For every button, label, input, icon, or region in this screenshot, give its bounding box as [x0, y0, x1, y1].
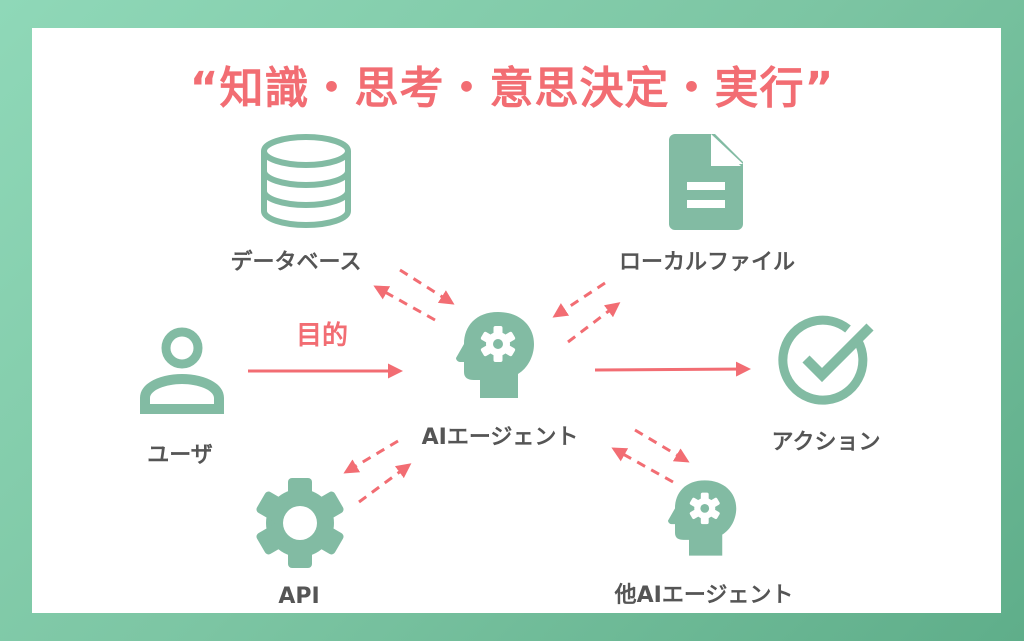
user-icon [140, 327, 224, 414]
arrow-agent-to-action [594, 361, 751, 377]
gear-icon [256, 478, 344, 568]
other-agent-head-gear-icon [668, 480, 737, 556]
other-agent-label: 他AIエージェント [614, 583, 794, 608]
user-label: ユーザ [147, 443, 213, 468]
diagram-title: “知識・思考・意思決定・実行” [189, 63, 835, 114]
action-label: アクション [771, 430, 881, 455]
head-gear-icon [456, 312, 534, 398]
api-label: API [278, 584, 320, 609]
arrow-database-to-agent [399, 268, 455, 305]
arrow-api-to-agent [358, 463, 412, 504]
arrow-localfile-to-agent [552, 281, 606, 318]
arrow-agent-to-other-agent [634, 428, 690, 463]
arrow-agent-to-database [373, 285, 436, 322]
arrow-agent-to-api [343, 439, 399, 474]
database-label: データベース [230, 250, 362, 275]
local-file-label: ローカルファイル [618, 250, 796, 275]
arrow-other-agent-to-agent [611, 447, 674, 484]
arrow-agent-to-localfile [567, 302, 621, 344]
purpose-label: 目的 [295, 321, 349, 351]
database-icon [261, 134, 351, 228]
check-circle-icon [778, 315, 874, 405]
file-icon [669, 134, 743, 230]
agent-label: AIエージェント [421, 425, 579, 450]
